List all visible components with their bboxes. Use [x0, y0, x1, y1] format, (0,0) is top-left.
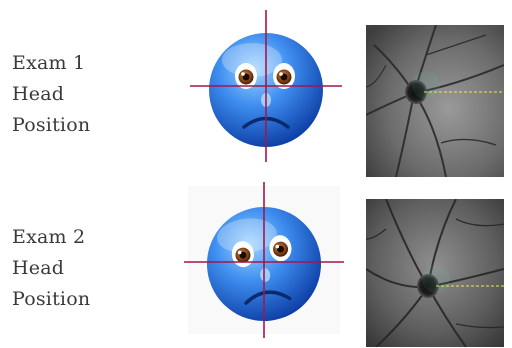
sad-face-tilted-icon [184, 182, 344, 338]
sad-face-icon [190, 10, 342, 162]
exam-2-head-position-face [184, 182, 344, 338]
exam-1-position-word: Position [12, 110, 90, 141]
exam-2-title: Exam 2 [12, 222, 90, 253]
exam-1-head-position-face [190, 10, 342, 162]
exam-2-label: Exam 2 Head Position [12, 222, 90, 315]
exam-2-row: Exam 2 Head Position [0, 174, 512, 348]
exam-2-fundus-image [366, 199, 504, 347]
exam-1-label: Exam 1 Head Position [12, 48, 90, 141]
exam-2-head-word: Head [12, 253, 90, 284]
exam-1-head-word: Head [12, 79, 90, 110]
exam-1-row: Exam 1 Head Position [0, 0, 512, 174]
retina-image [366, 25, 504, 177]
exam-1-fundus-image [366, 25, 504, 177]
exam-1-title: Exam 1 [12, 48, 90, 79]
exam-2-position-word: Position [12, 284, 90, 315]
retina-image [366, 199, 504, 347]
